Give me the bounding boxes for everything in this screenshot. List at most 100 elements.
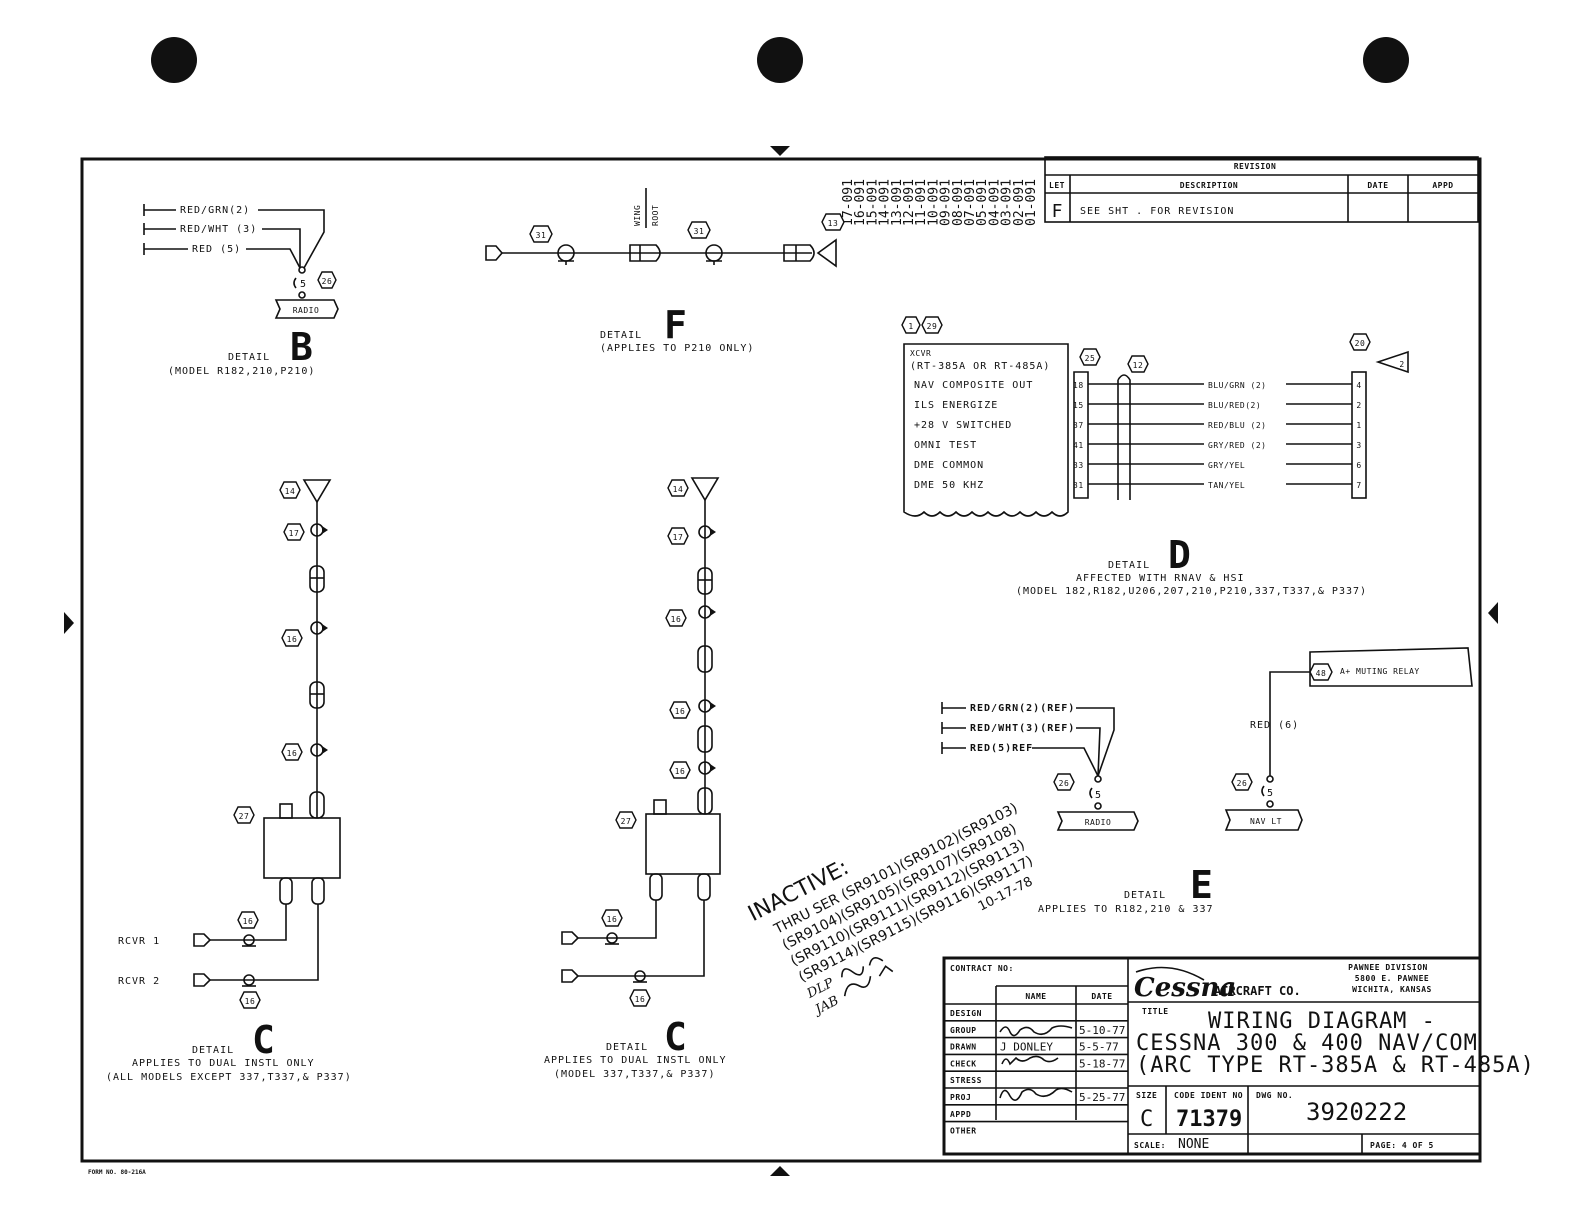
size-value: C xyxy=(1140,1107,1153,1132)
detail-b-title: DETAIL xyxy=(228,352,270,363)
rcvr-2-label: RCVR 2 xyxy=(118,976,160,987)
revision-col-appd: APPD xyxy=(1432,181,1453,190)
wire-number: 07-091 xyxy=(963,179,978,226)
detail-d-note-1: AFFECTED WITH RNAV & HSI xyxy=(1076,573,1245,584)
revision-col-date: DATE xyxy=(1367,181,1388,190)
xcvr-signal-name: +28 V SWITCHED xyxy=(914,420,1012,431)
detail-c-left-note-1: APPLIES TO DUAL INSTL ONLY xyxy=(132,1058,315,1069)
detail-d-ref-top-a: 1 xyxy=(908,322,913,331)
detail-c-right-note-1: APPLIES TO DUAL INSTL ONLY xyxy=(544,1055,727,1066)
title-row-role: PROJ xyxy=(950,1093,971,1102)
title-row-role: APPD xyxy=(950,1110,971,1119)
punch-hole-right xyxy=(1363,37,1409,83)
punch-hole-left xyxy=(151,37,197,83)
title-row-date: 5-5-77 xyxy=(1079,1041,1119,1054)
detail-b-wire-2: RED/WHT (3) xyxy=(180,224,257,235)
wire-number: 10-091 xyxy=(926,179,941,226)
detail-e-ref-right: 26 xyxy=(1237,779,1248,788)
detail-f-ref-2: 31 xyxy=(694,227,705,236)
xcvr-pin: 31 xyxy=(1073,481,1084,490)
title-row-role: CHECK xyxy=(950,1059,977,1068)
detail-f-letter: F xyxy=(664,303,687,347)
wire-number: 03-091 xyxy=(1000,179,1015,226)
detail-c-right-ref-1: 14 xyxy=(673,485,684,494)
detail-b-letter: B xyxy=(290,325,313,369)
detail-c-left-ref-5: 27 xyxy=(239,812,250,821)
scale-label: SCALE: xyxy=(1134,1141,1166,1150)
signature-proj xyxy=(999,1087,1073,1101)
cessna-swoosh xyxy=(1135,966,1205,981)
detail-c-right-ref-2: 17 xyxy=(673,533,684,542)
detail-e-wire-3: RED(5)REF xyxy=(970,743,1033,754)
contract-label: CONTRACT NO: xyxy=(950,964,1014,973)
detail-e-box-left: RADIO xyxy=(1085,818,1112,827)
signal-wire-color: RED/BLU (2) xyxy=(1208,421,1266,430)
detail-e-letter: E xyxy=(1190,863,1213,907)
detail-f-root: ROOT xyxy=(651,205,660,226)
detail-c-right-ref-8: 16 xyxy=(635,995,646,1004)
detail-f-note: (APPLIES TO P210 ONLY) xyxy=(600,343,754,354)
detail-c-left: 14 17 16 16 27 16 16 RCVR 1 RCVR 2 DETAI… xyxy=(106,479,351,1083)
detail-f-ref-3: 13 xyxy=(828,219,839,228)
detail-c-left-letter: C xyxy=(252,1018,275,1062)
dwg-no-label: DWG NO. xyxy=(1256,1091,1293,1100)
signal-wire-color: GRY/YEL xyxy=(1208,461,1245,470)
xcvr-signal-name: ILS ENERGIZE xyxy=(914,400,998,411)
plug-pin: 7 xyxy=(1356,481,1361,490)
signal-wire-color: TAN/YEL xyxy=(1208,481,1245,490)
dwg-no-value: 3920222 xyxy=(1306,1098,1407,1126)
inactive-stamp: INACTIVE: THRU SER (SR9101)(SR9102)(SR91… xyxy=(744,800,1035,1019)
detail-c-left-ref-4: 16 xyxy=(287,749,298,758)
detail-e-pin-left: 5 xyxy=(1095,790,1102,801)
center-mark-right xyxy=(1488,602,1498,624)
detail-f-wing: WING xyxy=(633,205,642,226)
center-mark-bottom xyxy=(770,1166,790,1176)
plug-pin: 3 xyxy=(1356,441,1361,450)
detail-e-pin-right: 5 xyxy=(1267,788,1274,799)
detail-e: RED/GRN(2)(REF) RED/WHT(3)(REF) RED(5)RE… xyxy=(941,647,1473,915)
wire-number-column: 17-09116-09115-09114-09113-09112-09111-0… xyxy=(841,179,1039,226)
revision-col-description: DESCRIPTION xyxy=(1180,181,1238,190)
detail-c-right-letter: C xyxy=(664,1015,687,1059)
xcvr-signal-name: NAV COMPOSITE OUT xyxy=(914,380,1033,391)
xcvr-pin: 41 xyxy=(1073,441,1084,450)
signal-wire-color: BLU/GRN (2) xyxy=(1208,381,1266,390)
detail-c-right-ref-7: 16 xyxy=(607,915,618,924)
title-row-role: GROUP xyxy=(950,1026,977,1035)
revision-letter: F xyxy=(1052,201,1063,222)
detail-b-wire-3: RED (5) xyxy=(192,244,241,255)
detail-c-left-ref-6: 16 xyxy=(243,917,254,926)
sheet-border xyxy=(80,157,1482,1163)
signature-group xyxy=(999,1025,1073,1037)
wire-number: 14-091 xyxy=(878,179,893,226)
form-number: FORM NO. 80-216A xyxy=(88,1169,146,1176)
punch-hole-center xyxy=(757,37,803,83)
detail-c-left-ref-7: 16 xyxy=(245,997,256,1006)
col-name-label: NAME xyxy=(1025,992,1046,1001)
revision-block: REVISION LET DESCRIPTION DATE APPD F SEE… xyxy=(1044,156,1479,223)
xcvr-pin: 33 xyxy=(1073,461,1084,470)
title-line-1: WIRING DIAGRAM - xyxy=(1208,1009,1436,1034)
center-mark-left xyxy=(64,612,74,634)
detail-c-left-ref-3: 16 xyxy=(287,635,298,644)
detail-e-wire-2: RED/WHT(3)(REF) xyxy=(970,723,1075,734)
detail-b-wire-1: RED/GRN(2) xyxy=(180,205,250,216)
detail-c-left-title: DETAIL xyxy=(192,1045,234,1056)
title-row-role: STRESS xyxy=(950,1076,982,1085)
wire-number: 12-091 xyxy=(902,179,917,226)
xcvr-pin: 18 xyxy=(1073,381,1084,390)
xcvr-title: XCVR xyxy=(910,349,931,358)
title-row-date: 5-18-77 xyxy=(1079,1057,1125,1070)
detail-d: 1 29 XCVR (RT-385A OR RT-485A) 25 12 20 … xyxy=(901,316,1409,597)
detail-b: RED/GRN(2) RED/WHT (3) RED (5) 5 26 RADI… xyxy=(143,204,339,377)
title-row-date: 5-25-77 xyxy=(1079,1091,1125,1104)
signal-wire-color: GRY/RED (2) xyxy=(1208,441,1266,450)
detail-d-title: DETAIL xyxy=(1108,560,1150,571)
wire-number: 02-091 xyxy=(1012,179,1027,226)
detail-c-left-ref-1: 14 xyxy=(285,487,296,496)
detail-e-relay: A+ MUTING RELAY xyxy=(1340,667,1420,676)
title-line-2: CESSNA 300 & 400 NAV/COM xyxy=(1136,1031,1478,1056)
detail-c-right: 14 17 16 16 16 27 16 16 DETAIL C APPLIES… xyxy=(544,477,727,1080)
